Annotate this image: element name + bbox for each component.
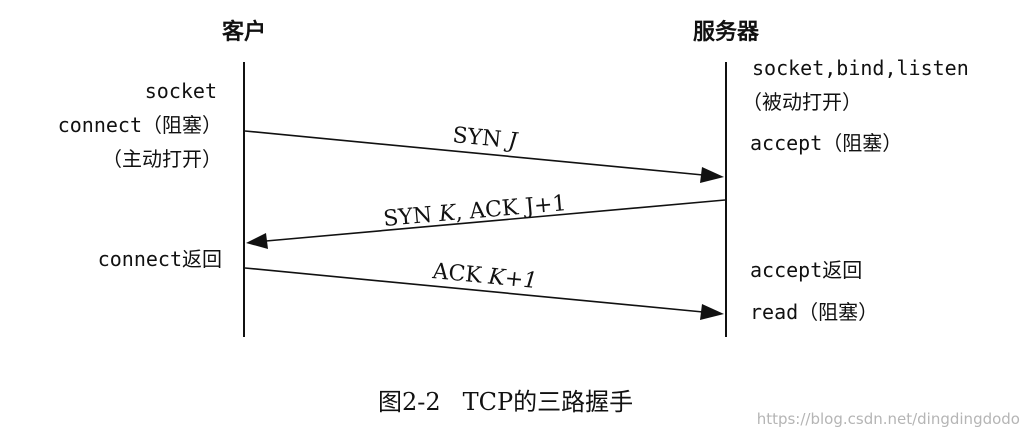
syn-arrow-line (244, 130, 704, 176)
ack-message-label: ACK K+1 (430, 259, 538, 294)
client-note-active-open: （主动打开） (102, 147, 222, 171)
server-note-accept-block: accept（阻塞） (750, 131, 902, 155)
server-header: 服务器 (693, 20, 760, 45)
client-header: 客户 (222, 19, 266, 45)
ack-label-prefix: ACK (430, 259, 489, 289)
ack-arrow-head (700, 304, 724, 320)
server-note-passive-open: （被动打开） (742, 90, 862, 114)
syn-ack-label-seq: K (437, 201, 458, 228)
client-note-connect-return: connect返回 (98, 247, 222, 271)
ack-arrow-line (244, 267, 704, 313)
syn-arrow (244, 130, 724, 183)
server-note-read-block: read（阻塞） (750, 300, 878, 324)
syn-ack-label-suffix: , ACK J+1 (454, 191, 567, 226)
syn-ack-message-label: SYN K, ACK J+1 (382, 191, 567, 232)
figure-number: 图2-2 (378, 388, 441, 416)
server-note-accept-return: accept返回 (750, 258, 862, 282)
source-watermark: https://blog.csdn.net/dingdingdodo (757, 410, 1020, 428)
syn-ack-arrow (246, 199, 726, 249)
client-note-socket: socket (145, 79, 217, 103)
ack-label-seq: K+1 (486, 264, 538, 294)
syn-label-prefix: SYN (451, 123, 509, 153)
syn-ack-arrow-line (265, 199, 726, 242)
ack-arrow (244, 267, 724, 320)
figure-title: TCP的三路握手 (463, 388, 634, 416)
syn-message-label: SYN J (451, 123, 519, 154)
client-note-connect-block: connect（阻塞） (58, 113, 222, 137)
server-note-socket-bind-listen: socket,bind,listen (752, 56, 969, 80)
syn-arrow-head (700, 167, 724, 183)
syn-ack-arrow-head (246, 233, 268, 249)
syn-ack-label-prefix: SYN (382, 202, 440, 232)
figure-caption: 图2-2 TCP的三路握手 (378, 388, 633, 416)
